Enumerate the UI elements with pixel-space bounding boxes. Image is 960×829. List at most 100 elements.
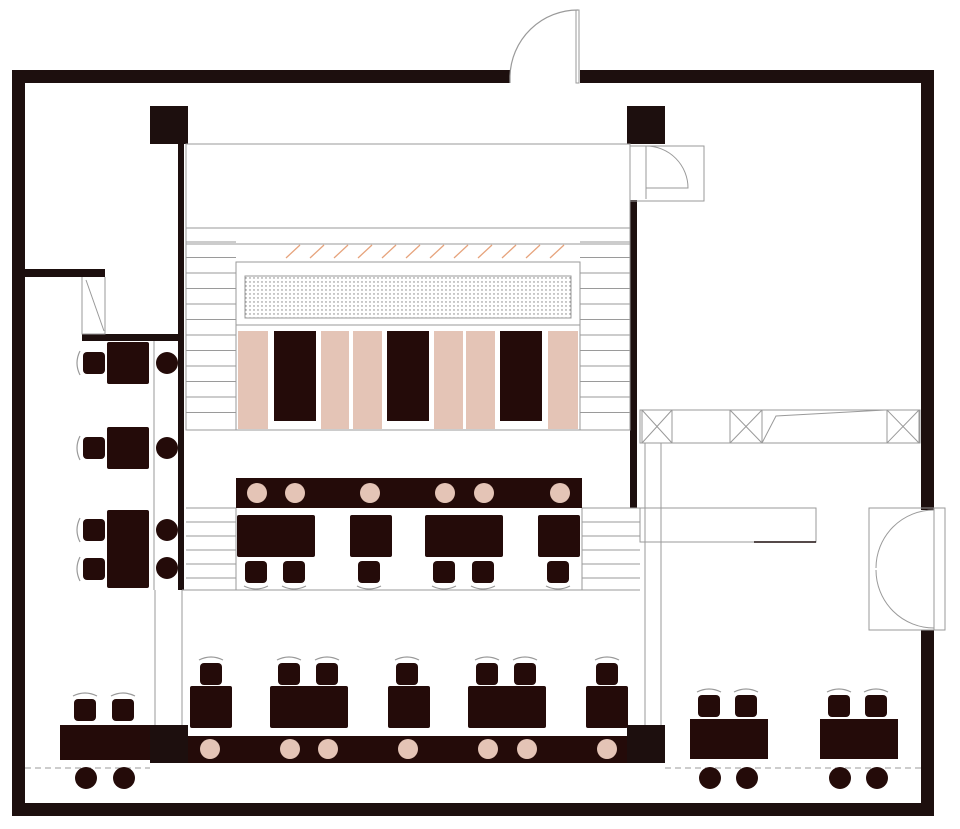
round-stool-icon [247, 483, 267, 503]
chair-icon [470, 561, 496, 590]
side-door-frame [868, 507, 946, 631]
chair-back [110, 692, 136, 697]
chair-seat [283, 561, 305, 583]
chair-seat [74, 699, 96, 721]
side-steps [186, 507, 817, 590]
chair-seat [358, 561, 380, 583]
round-stool-icon [699, 767, 721, 789]
hatched-counter [285, 244, 565, 259]
chair-icon [281, 561, 307, 590]
rail-box [729, 409, 763, 444]
chair-icon [314, 656, 340, 685]
rail-cross [641, 409, 673, 444]
partition-left-shelf [82, 334, 182, 341]
table-icon [820, 719, 898, 759]
table-icon [468, 686, 546, 728]
hatch-stroke [309, 244, 325, 259]
wall-right-lower [921, 630, 934, 816]
hatch-stroke [501, 244, 517, 259]
shelf-right [639, 507, 817, 543]
door-swing-icon [509, 9, 579, 83]
chair-back [276, 656, 302, 661]
partition-diagonal [85, 279, 105, 332]
partition-left-vertical-lower [178, 340, 184, 590]
wall-bottom [12, 803, 934, 816]
door-leaf [575, 9, 580, 84]
steps-right [581, 507, 640, 590]
pillar-bottom-right [627, 725, 665, 763]
round-stool-icon [200, 739, 220, 759]
hatch-stroke [453, 244, 469, 259]
chair-back [474, 656, 500, 661]
wall-top-right [580, 70, 934, 83]
chair-icon [356, 561, 382, 590]
chair-seat [433, 561, 455, 583]
hatch-stroke [477, 244, 493, 259]
chair-icon [76, 435, 105, 461]
kitchen-panel-dark [274, 331, 316, 421]
chair-back [76, 435, 81, 461]
round-stool-icon [156, 352, 178, 374]
chair-icon [474, 656, 500, 685]
hatch-stroke [357, 244, 373, 259]
round-stool-icon [280, 739, 300, 759]
round-stool-icon [517, 739, 537, 759]
chair-icon [76, 556, 105, 582]
rail-crosses [641, 409, 920, 444]
partition-left-horizontal [25, 269, 105, 277]
chair-seat [245, 561, 267, 583]
chair-icon [594, 656, 620, 685]
hatch-stroke [525, 244, 541, 259]
table-icon [107, 510, 149, 588]
chair-back [76, 350, 81, 376]
entrance-door[interactable] [509, 9, 580, 84]
chair-back [431, 585, 457, 590]
chair-icon [826, 688, 852, 717]
kitchen-back-wall [185, 143, 631, 229]
round-stool-icon [866, 767, 888, 789]
side-double-door[interactable] [868, 507, 946, 631]
chair-seat [476, 663, 498, 685]
table-icon [60, 725, 150, 760]
chair-icon [512, 656, 538, 685]
steps-left [186, 507, 237, 590]
right-interior-rail [153, 341, 921, 725]
partition-left-vertical [178, 144, 184, 340]
kitchen-panel-light [321, 331, 349, 429]
display-counter [244, 275, 572, 319]
table-icon [350, 515, 392, 557]
round-stool-icon [478, 739, 498, 759]
chair-seat [83, 352, 105, 374]
chair-seat [396, 663, 418, 685]
round-stool-icon [435, 483, 455, 503]
round-stool-icon [156, 519, 178, 541]
table-icon [270, 686, 348, 728]
rail-box [886, 409, 920, 444]
rail-frame [639, 409, 921, 444]
chair-back [512, 656, 538, 661]
bar-stools [247, 483, 570, 503]
chair-back [72, 692, 98, 697]
chair-seat [735, 695, 757, 717]
chair-icon [243, 561, 269, 590]
hatch-stroke [429, 244, 445, 259]
kitchen-panel-light [353, 331, 382, 429]
kitchen-block [185, 143, 631, 431]
partition-right-vertical [630, 200, 637, 508]
kitchen-shelf-lines [186, 241, 630, 413]
pillar-top-left [150, 106, 188, 144]
chair-icon [394, 656, 420, 685]
wall-left [12, 70, 25, 815]
chair-seat [83, 437, 105, 459]
hatch-stroke [405, 244, 421, 259]
chair-icon [545, 561, 571, 590]
round-stool-icon [736, 767, 758, 789]
chair-back [243, 585, 269, 590]
round-stool-icon [318, 739, 338, 759]
bar-counter [236, 478, 582, 508]
table-icon [107, 427, 149, 469]
round-stool-icon [156, 557, 178, 579]
pillar-top-right [627, 106, 665, 144]
chair-seat [547, 561, 569, 583]
